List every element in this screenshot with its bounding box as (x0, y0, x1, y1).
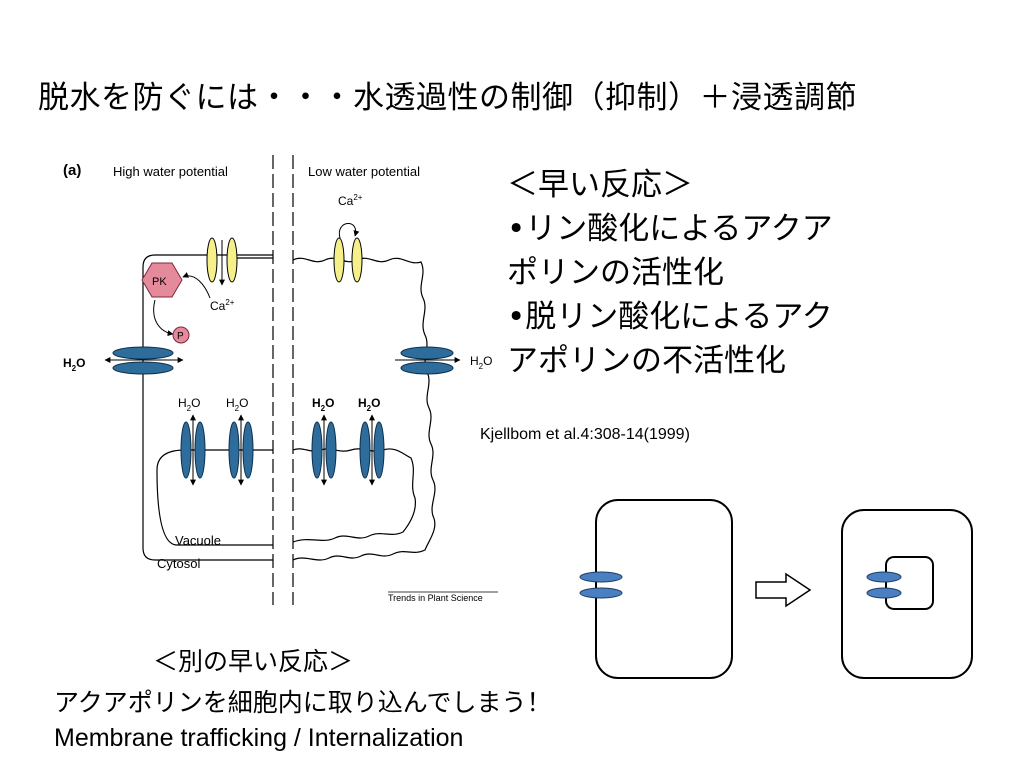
pk-kinase (141, 262, 183, 298)
aquaporin-after-a (866, 571, 902, 583)
transition-arrow (755, 572, 812, 608)
aquaporin-tonoplast-3a (311, 421, 323, 479)
ca-channel-right-b (351, 237, 363, 283)
aquaporin-regulation-diagram: (a) High water potential Low water poten… (63, 155, 498, 605)
phosphorylation-line-1: •リン酸化によるアクア (507, 211, 833, 247)
ca-arrow-right (338, 223, 360, 239)
aquaporin-before-b (579, 587, 623, 599)
aquaporin-pm-right-b (400, 361, 454, 375)
slide-title: 脱水を防ぐには・・・水透過性の制御（抑制）＋浸透調節 (38, 80, 857, 116)
dephosphorylation-line-1: •脱リン酸化によるアク (507, 299, 833, 335)
phosphorylation-line-2: ポリンの活性化 (507, 255, 724, 291)
ca-channel-left-b (226, 237, 238, 283)
dephosphorylation-line-2: アポリンの不活性化 (507, 343, 786, 379)
aquaporin-tonoplast-2b (242, 421, 254, 479)
h2o-right-label: H2O (470, 354, 492, 371)
left-vacuole-membrane (156, 449, 273, 546)
left-plasma-membrane (142, 254, 273, 561)
aquaporin-tonoplast-1b (194, 421, 206, 479)
citation: Kjellbom et al.4:308-14(1999) (480, 426, 690, 443)
ca-left-label: Ca2+ (210, 298, 235, 313)
pk-arrow-p (153, 299, 174, 337)
right-plasma-membrane (292, 257, 436, 561)
aquaporin-after-b (866, 587, 902, 599)
aquaporin-pm-left-a (112, 346, 174, 360)
cytosol-label: Cytosol (157, 556, 200, 571)
aquaporin-tonoplast-1a (180, 421, 192, 479)
h2o-tonoplast-label-4: H2O (358, 396, 380, 413)
h2o-tonoplast-label-2: H2O (226, 396, 248, 413)
aquaporin-pm-right-a (400, 346, 454, 360)
high-water-label: High water potential (113, 164, 228, 179)
pk-arrow-ca (182, 272, 211, 299)
aquaporin-pm-left-b (112, 361, 174, 375)
endosome-vesicle (885, 556, 934, 610)
aquaporin-tonoplast-4b (373, 421, 385, 479)
vacuole-label: Vacuole (175, 533, 221, 548)
fast-response-block: ＜早い反応＞ •リン酸化によるアクア ポリンの活性化 •脱リン酸化によるアク ア… (507, 163, 833, 383)
pk-label: PK (152, 276, 167, 288)
internalization-japanese: アクアポリンを細胞内に取り込んでしまう！ (54, 688, 552, 717)
cell-before (595, 499, 733, 679)
right-vacuole-membrane (292, 448, 416, 543)
fast-response-heading: ＜早い反応＞ (507, 167, 693, 203)
phosphate-circle (172, 326, 190, 344)
aquaporin-before-a (579, 571, 623, 583)
low-water-label: Low water potential (308, 164, 420, 179)
ca-channel-left-a (206, 237, 218, 283)
panel-label: (a) (63, 162, 81, 179)
h2o-tonoplast-label-3: H2O (312, 396, 334, 413)
internalization-english: Membrane trafficking / Internalization (54, 724, 464, 752)
aquaporin-tonoplast-3b (325, 421, 337, 479)
ca-top-label: Ca2+ (338, 193, 363, 208)
internalization-diagram (579, 499, 973, 679)
phosphate-label: P (177, 331, 184, 342)
ca-channel-right-a (333, 237, 345, 283)
aquaporin-tonoplast-4a (359, 421, 371, 479)
source-caption: Trends in Plant Science (388, 593, 483, 603)
aquaporin-tonoplast-2a (228, 421, 240, 479)
another-fast-response-heading: ＜別の早い反応＞ (153, 647, 354, 676)
h2o-tonoplast-label-1: H2O (178, 396, 200, 413)
h2o-left-label: H2O (63, 356, 85, 373)
